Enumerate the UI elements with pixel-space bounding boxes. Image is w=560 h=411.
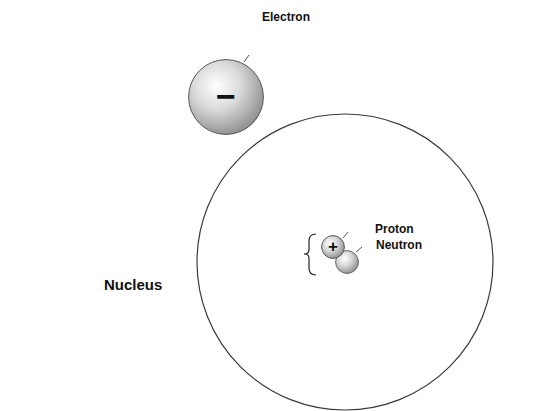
electron-sphere: Electron− — [188, 59, 264, 135]
leader-tick — [244, 55, 249, 62]
sphere — [322, 236, 345, 259]
charge-sign: + — [328, 238, 338, 255]
leader-tick — [343, 232, 348, 238]
leader-tick — [356, 247, 362, 252]
part-name: Proton — [375, 222, 414, 236]
proton-sphere: Proton+ — [321, 235, 345, 259]
sphere — [336, 251, 359, 274]
sphere — [189, 60, 264, 135]
part-name: Electron — [262, 10, 310, 24]
nucleus-bracket — [304, 234, 316, 275]
part-name: Neutron — [376, 238, 422, 252]
charge-sign: − — [216, 79, 236, 113]
orbit-circle — [197, 114, 493, 410]
group-label: Nucleus — [104, 276, 162, 293]
